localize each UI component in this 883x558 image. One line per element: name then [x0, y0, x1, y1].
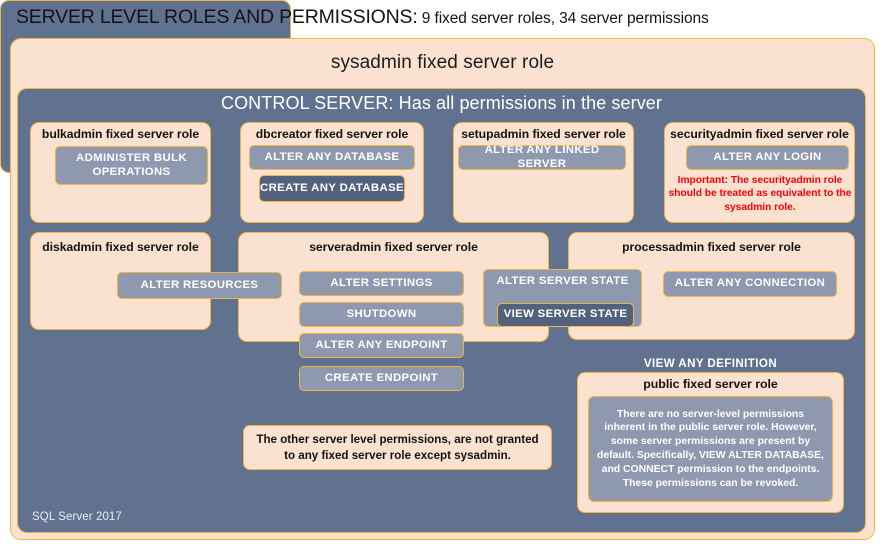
- public-role-description-note: There are no server-level permissions in…: [588, 396, 833, 502]
- role-container-setupadmin: [453, 122, 634, 223]
- role-title-securityadmin: securityadmin fixed server role: [670, 127, 849, 141]
- sysadmin-role-label: sysadmin fixed server role: [330, 52, 555, 73]
- permission-alter-any-database: ALTER ANY DATABASE: [249, 145, 415, 170]
- permission-view-server-state: VIEW SERVER STATE: [497, 303, 634, 327]
- permission-alter-any-endpoint: ALTER ANY ENDPOINT: [299, 333, 464, 358]
- permission-create-endpoint: CREATE ENDPOINT: [299, 366, 464, 391]
- role-title-diskadmin: diskadmin fixed server role: [42, 240, 199, 254]
- permission-administer-bulk-operations: ADMINISTER BULK OPERATIONS: [55, 146, 208, 185]
- permission-view-any-definition-label: VIEW ANY DEFINITION: [643, 357, 778, 370]
- role-title-bulkadmin: bulkadmin fixed server role: [41, 127, 200, 141]
- page-title-main: SERVER LEVEL ROLES AND PERMISSIONS:: [16, 6, 418, 28]
- securityadmin-warning-note: Important: The securityadmin role should…: [668, 175, 852, 213]
- permission-shutdown: SHUTDOWN: [299, 302, 464, 327]
- sql-server-version-label: SQL Server 2017: [32, 511, 122, 523]
- page-title-subtitle: 9 fixed server roles, 34 server permissi…: [417, 10, 709, 27]
- control-server-label: CONTROL SERVER: Has all permissions in t…: [220, 93, 663, 113]
- permission-alter-any-connection: ALTER ANY CONNECTION: [663, 271, 837, 297]
- permission-alter-any-linked-server: ALTER ANY LINKED SERVER: [458, 144, 626, 170]
- permission-alter-resources: ALTER RESOURCES: [117, 272, 282, 299]
- role-title-public: public fixed server role: [643, 377, 778, 391]
- role-title-setupadmin: setupadmin fixed server role: [461, 127, 626, 141]
- role-title-serveradmin: serveradmin fixed server role: [309, 240, 478, 254]
- role-title-processadmin: processadmin fixed server role: [622, 240, 801, 254]
- role-title-dbcreator: dbcreator fixed server role: [255, 127, 409, 141]
- permission-alter-settings: ALTER SETTINGS: [299, 271, 464, 296]
- other-permissions-note: The other server level permissions, are …: [243, 425, 552, 470]
- role-container-securityadmin: [664, 122, 855, 223]
- permission-create-any-database: CREATE ANY DATABASE: [259, 175, 405, 202]
- role-container-dbcreator: [240, 122, 424, 223]
- permission-alter-any-login: ALTER ANY LOGIN: [686, 145, 849, 170]
- page-title: SERVER LEVEL ROLES AND PERMISSIONS: 9 fi…: [16, 6, 876, 32]
